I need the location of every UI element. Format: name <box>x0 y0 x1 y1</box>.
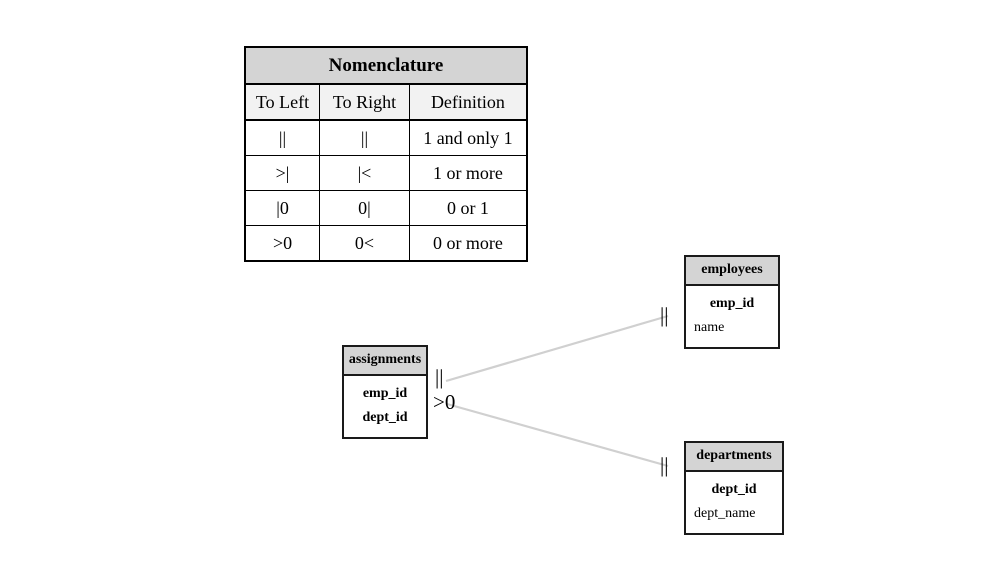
cardinality-departments-to-assignments: || <box>660 453 669 477</box>
cell-definition: 0 or more <box>408 225 528 262</box>
nomenclature-title-row: Nomenclature <box>244 46 528 85</box>
cell-to-right: || <box>319 119 410 156</box>
column-header-to-left: To Left <box>244 83 321 121</box>
column-header-to-right: To Right <box>319 83 410 121</box>
cardinality-assignments-to-departments: >0 <box>433 390 456 414</box>
table-row: |0 0| 0 or 1 <box>244 190 528 226</box>
entity-employees-title: employees <box>686 257 778 286</box>
attribute-emp-id: emp_id <box>709 296 755 311</box>
entity-departments-attributes: dept_id dept_name <box>686 472 782 533</box>
table-row: >0 0< 0 or more <box>244 225 528 262</box>
entity-assignments-title: assignments <box>344 347 426 376</box>
cardinality-employees-to-assignments: || <box>660 303 669 327</box>
cell-to-right: |< <box>319 155 410 191</box>
entity-assignments[interactable]: assignments emp_id dept_id <box>342 345 428 439</box>
entity-departments[interactable]: departments dept_id dept_name <box>684 441 784 535</box>
attribute-emp-id: emp_id <box>362 386 408 401</box>
cell-definition: 1 or more <box>408 155 528 191</box>
cell-to-left: >| <box>244 155 321 191</box>
column-header-definition: Definition <box>408 83 528 121</box>
entity-assignments-attributes: emp_id dept_id <box>344 376 426 437</box>
relationship-line-assignments-departments <box>446 402 669 468</box>
entity-departments-title: departments <box>686 443 782 472</box>
nomenclature-title: Nomenclature <box>244 46 528 85</box>
attribute-dept-id: dept_id <box>362 410 408 425</box>
attribute-dept-name: dept_name <box>694 506 756 521</box>
table-row: >| |< 1 or more <box>244 155 528 191</box>
table-row: || || 1 and only 1 <box>244 119 528 156</box>
nomenclature-header-row: To Left To Right Definition <box>244 83 528 121</box>
relationship-line-assignments-employees <box>445 314 669 383</box>
cell-definition: 1 and only 1 <box>408 119 528 156</box>
attribute-dept-id: dept_id <box>711 482 757 497</box>
cell-to-left: |0 <box>244 190 321 226</box>
cell-to-left: >0 <box>244 225 321 262</box>
cell-definition: 0 or 1 <box>408 190 528 226</box>
cell-to-right: 0| <box>319 190 410 226</box>
cardinality-assignments-to-employees: || <box>435 365 444 389</box>
entity-employees-attributes: emp_id name <box>686 286 778 347</box>
entity-employees[interactable]: employees emp_id name <box>684 255 780 349</box>
cell-to-right: 0< <box>319 225 410 262</box>
nomenclature-table: Nomenclature To Left To Right Definition… <box>244 46 528 262</box>
cell-to-left: || <box>244 119 321 156</box>
attribute-name: name <box>694 320 725 335</box>
